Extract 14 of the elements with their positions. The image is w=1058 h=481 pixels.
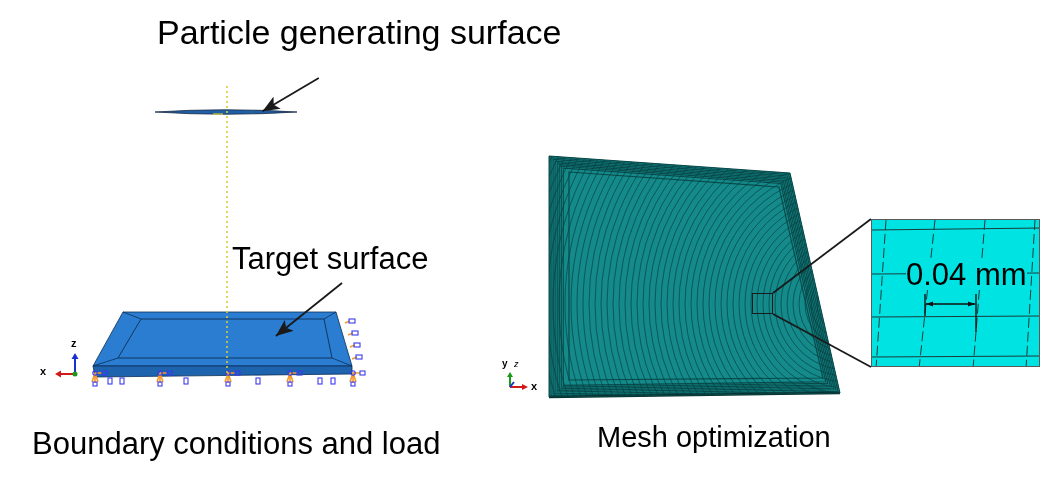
axis-label: z	[514, 360, 519, 369]
dimension-label: 0.04 mm	[906, 259, 1027, 290]
zoom-square	[752, 293, 773, 314]
axis-label: z	[71, 338, 77, 349]
zoom-line	[772, 313, 872, 368]
zoom-line	[772, 218, 872, 294]
caption: Mesh optimization	[597, 423, 831, 452]
caption: Boundary conditions and load	[32, 428, 441, 459]
axis-label: y	[502, 359, 508, 369]
callout-label: Particle generating surface	[157, 15, 562, 49]
leader-arrow	[261, 77, 320, 113]
callout-label: Target surface	[232, 243, 429, 274]
axis-label: x	[531, 381, 538, 392]
axis-label: x	[40, 366, 47, 377]
